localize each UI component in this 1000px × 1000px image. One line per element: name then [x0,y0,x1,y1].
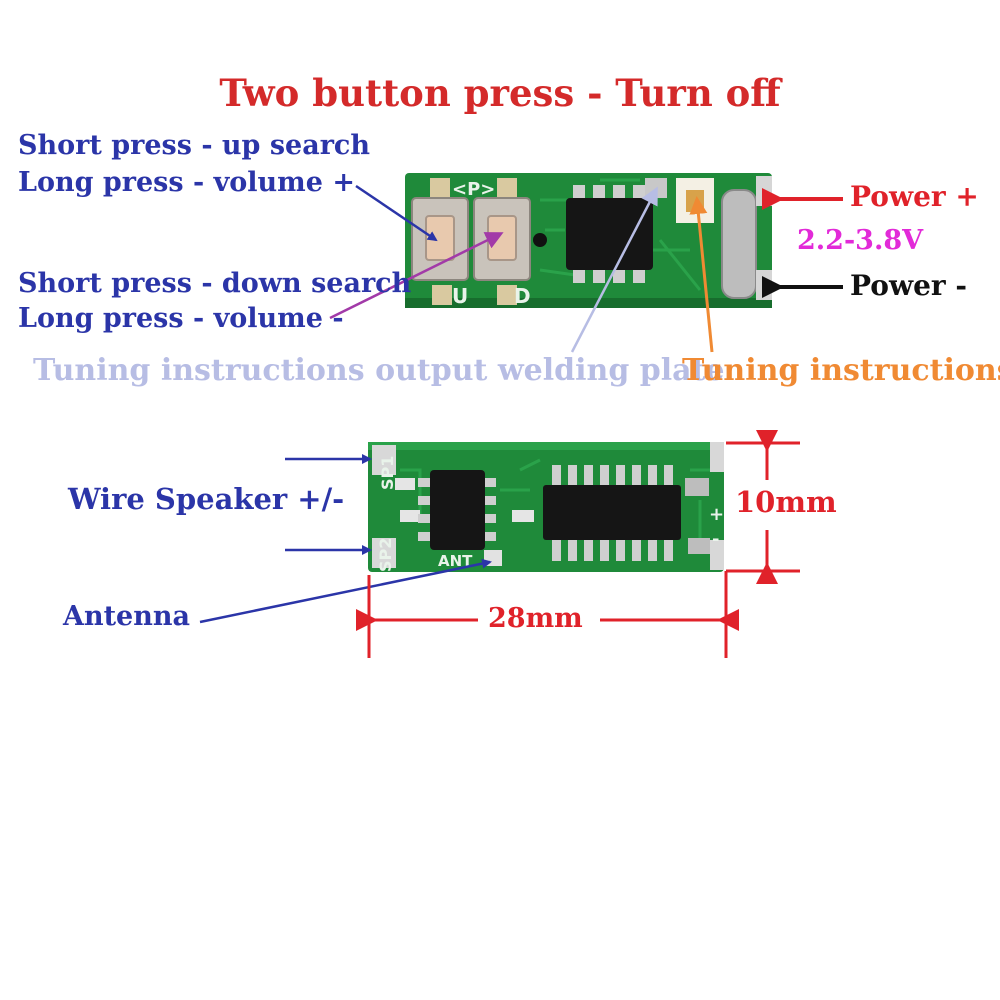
amplifier-ic-chip [418,470,496,550]
solder-pad [497,285,517,305]
down-button [473,197,531,281]
antenna-label: Antenna [63,601,190,632]
down-long-press-label: Long press - volume - [18,303,344,334]
minus-pad [710,540,724,570]
silk-u: U [452,284,468,308]
welding-plate-arrow [570,186,658,353]
width-dimension-label: 28mm [488,603,583,634]
height-dimension-label: 10mm [735,485,837,519]
silk-plus: + [709,504,724,525]
height-dimension [726,430,800,584]
power-minus-label: Power - [850,269,968,302]
solder-pad [497,178,517,200]
up-short-press-label: Short press - up search [18,130,371,161]
via [533,233,547,247]
up-button [411,197,469,281]
silk-ant: ANT [438,552,473,570]
power-plus-pad [756,176,772,206]
silk-sp1: SP1 [378,456,397,490]
voltage-label: 2.2-3.8V [797,225,924,256]
up-long-press-label: Long press - volume + [18,167,355,198]
top-pcb: <P> U D [405,173,772,308]
down-short-press-label: Short press - down search [18,268,412,299]
solder-pad [432,285,452,305]
silk-d: D [514,284,531,308]
silk-sp2: SP2 [376,538,395,572]
plus-pad [710,442,724,472]
width-dimension [356,571,739,658]
indicator-led [686,190,704,212]
silk-minus: - [712,529,719,550]
sp2-pad [372,538,396,568]
top-ic-chip [566,185,653,283]
smd-component [688,538,710,554]
silk-p: <P> [452,179,495,200]
smd-component [400,510,420,522]
power-plus-label: Power + [850,180,979,213]
smd-component [512,510,534,522]
power-minus-pad [756,270,772,300]
bottom-pcb: SP1 SP2 ANT + - [368,442,724,572]
welding-pad [645,178,667,198]
diagram-title: Two button press - Turn off [219,71,781,115]
tuning-instructions-label: Tuning instructions [682,353,1000,388]
up-button-arrow [355,184,438,242]
smd-component [685,478,709,496]
welding-plate-label: Tuning instructions output welding plate [33,353,725,388]
wire-speaker-label: Wire Speaker +/- [68,482,345,516]
radio-ic-chip [543,465,681,561]
down-button-arrow [329,232,504,320]
sp1-pad [372,445,396,475]
crystal-oscillator [721,189,757,299]
smd-component [395,478,415,490]
tuning-led-arrow [689,196,714,353]
solder-pad [430,178,450,200]
antenna-arrow [199,558,492,624]
